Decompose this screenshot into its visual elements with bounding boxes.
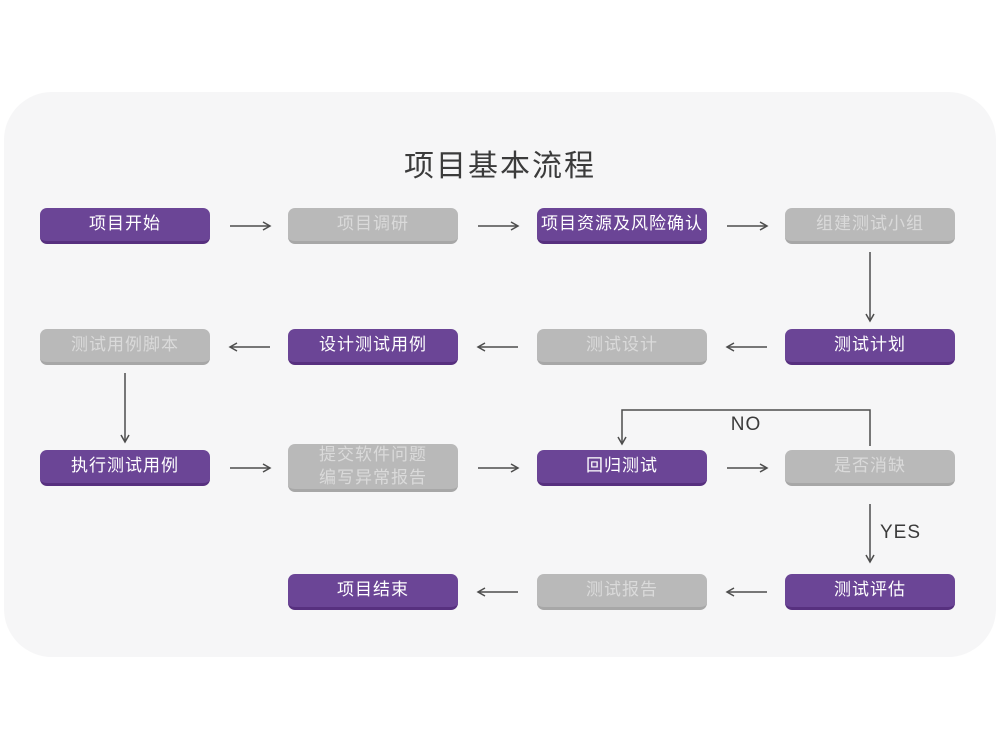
node-resource-risk-confirm: 项目资源及风险确认 [537,208,707,244]
label-yes: YES [880,522,922,543]
node-build-test-team: 组建测试小组 [785,208,955,244]
flowchart-card [4,92,996,657]
node-project-end: 项目结束 [288,574,458,610]
label-no: NO [730,414,762,435]
node-test-case-script: 测试用例脚本 [40,329,210,365]
node-test-design: 测试设计 [537,329,707,365]
node-test-report: 测试报告 [537,574,707,610]
node-execute-test-case: 执行测试用例 [40,450,210,486]
page-title: 项目基本流程 [404,150,596,183]
node-test-plan: 测试计划 [785,329,955,365]
node-test-evaluation: 测试评估 [785,574,955,610]
node-project-research: 项目调研 [288,208,458,244]
node-design-test-case: 设计测试用例 [288,329,458,365]
node-regression-test: 回归测试 [537,450,707,486]
node-defect-cleared: 是否消缺 [785,450,955,486]
node-submit-issue-report: 提交软件问题 编写异常报告 [288,444,458,492]
node-project-start: 项目开始 [40,208,210,244]
